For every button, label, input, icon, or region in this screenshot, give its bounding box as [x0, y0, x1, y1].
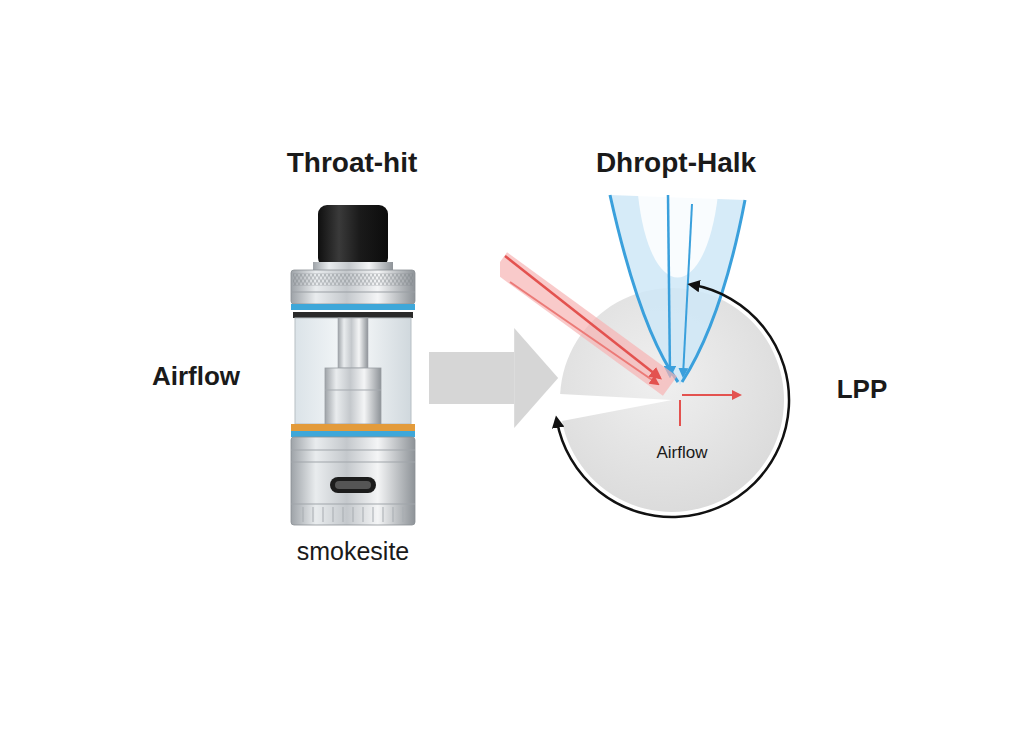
svg-line [291, 450, 415, 451]
arrow-shaft [429, 352, 514, 404]
svg-rect [313, 262, 393, 270]
glass-tube [295, 318, 411, 424]
svg-path [500, 262, 670, 386]
svg-line [291, 462, 415, 463]
drip-tip [313, 205, 393, 270]
svg-line [325, 390, 381, 391]
svg-path [303, 507, 403, 522]
airflow-disc-illustration [500, 190, 810, 535]
svg-path [668, 195, 670, 376]
svg-rect [335, 481, 371, 489]
svg-path [510, 282, 658, 384]
side-label: LPP [837, 375, 888, 405]
arrow-head [514, 328, 558, 428]
tank-node: smokesite [283, 200, 423, 572]
svg-rect [291, 424, 415, 431]
svg-line [291, 504, 415, 505]
svg-rect [291, 431, 415, 437]
svg-rect [338, 318, 368, 368]
node-text: smokesite [297, 537, 410, 566]
svg-rect [330, 477, 376, 493]
svg-rect [293, 273, 413, 286]
airflow-circle: Airflow [500, 190, 810, 535]
svg-path [679, 400, 681, 426]
svg-rect [293, 312, 413, 318]
svg-path [505, 256, 660, 378]
svg-rect [291, 270, 415, 304]
rotation-arc [557, 285, 789, 517]
side-label: Airflow [152, 362, 240, 392]
svg-path [638, 195, 718, 278]
heading-label: Dhropt-Halk [596, 147, 756, 179]
block-arrow [429, 328, 558, 428]
svg-path [683, 204, 692, 376]
svg-rect [295, 318, 411, 424]
top-cap [291, 270, 415, 318]
svg-rect [318, 205, 388, 267]
svg-line [291, 292, 415, 293]
base [291, 424, 415, 525]
svg-rect [291, 304, 415, 310]
vape-tank-illustration [283, 200, 423, 530]
node-text: Airflow [656, 443, 707, 463]
red-flow [500, 256, 740, 426]
svg-rect [325, 368, 381, 424]
svg-rect [291, 437, 415, 525]
heading-label: Throat-hit [287, 147, 418, 179]
svg-path [682, 394, 740, 396]
